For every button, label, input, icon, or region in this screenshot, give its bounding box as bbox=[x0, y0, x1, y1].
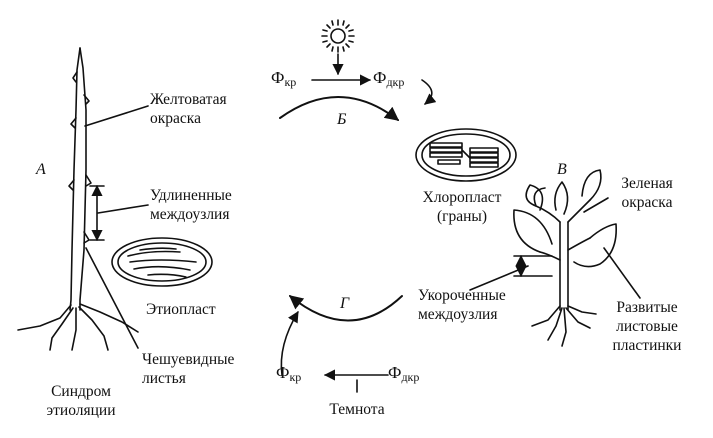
phi-symbol: Ф bbox=[373, 68, 387, 87]
sun-icon bbox=[321, 19, 355, 53]
red-form-subscript: кр bbox=[289, 370, 302, 384]
shortened-internodes-label: Укороченные междоузлия bbox=[418, 287, 506, 323]
phi-symbol: Ф bbox=[276, 363, 290, 382]
etioplast-drawing bbox=[111, 237, 213, 287]
phytochrome-red-bottom: Фкр bbox=[276, 363, 301, 385]
green-color-label: Зеленая окраска bbox=[621, 175, 673, 211]
chloroplast-label: Хлоропласт (граны) bbox=[422, 189, 502, 225]
phi-symbol: Ф bbox=[271, 68, 285, 87]
label-b: Б bbox=[337, 111, 347, 128]
chloroplast-drawing bbox=[415, 128, 517, 182]
phytochrome-farred-bottom: Фдкр bbox=[388, 363, 419, 385]
phi-symbol: Ф bbox=[388, 363, 402, 382]
developed-leaf-blades-label: Развитые листовые пластинки bbox=[612, 299, 682, 354]
phytochrome-red-top: Фкр bbox=[271, 68, 296, 90]
phytochrome-farred-top: Фдкр bbox=[373, 68, 404, 90]
far-red-form-subscript: дкр bbox=[401, 370, 420, 384]
label-v: В bbox=[557, 161, 567, 178]
etiolation-syndrome-label: Синдром этиоляции bbox=[46, 383, 116, 419]
label-a: А bbox=[36, 161, 46, 178]
yellow-color-label: Желтоватая окраска bbox=[150, 91, 227, 127]
elongated-internodes-label: Удлиненные междоузлия bbox=[150, 187, 232, 223]
etioplast-label: Этиопласт bbox=[146, 301, 216, 318]
label-g: Г bbox=[340, 295, 350, 312]
red-form-subscript: кр bbox=[284, 75, 297, 89]
green-plant bbox=[513, 169, 617, 347]
far-red-form-subscript: дкр bbox=[386, 75, 405, 89]
darkness-label: Темнота bbox=[329, 401, 385, 418]
scale-leaves-label: Чешуевидные листья bbox=[142, 351, 235, 387]
etiolated-seedling bbox=[17, 47, 139, 351]
